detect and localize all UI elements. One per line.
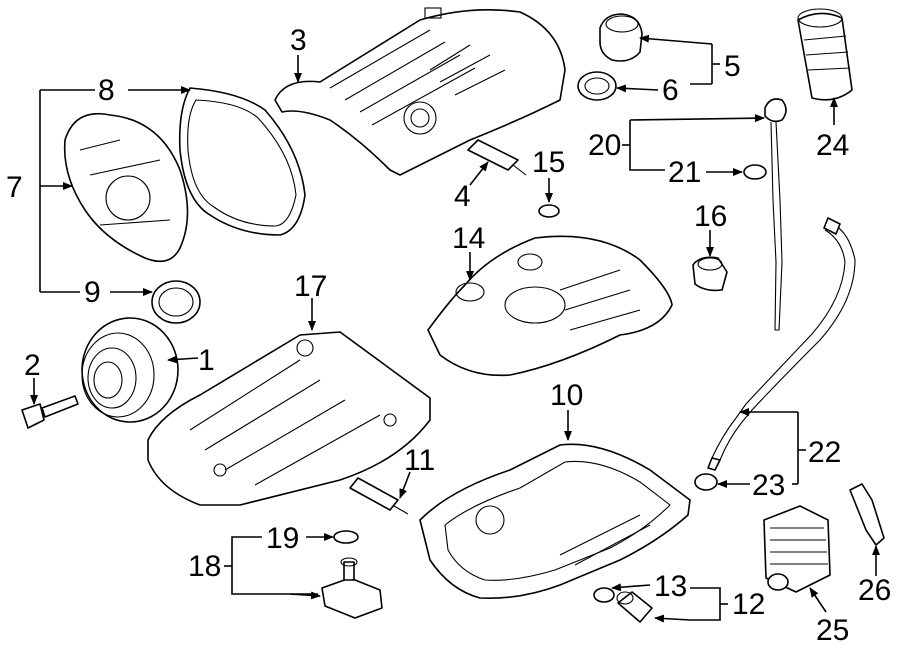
callout-4: 4	[454, 180, 471, 213]
sensor-oring-part	[333, 530, 359, 544]
crankshaft-pulley-part	[81, 317, 179, 423]
heat-shield-part	[849, 483, 885, 546]
pulley-bolt-part	[21, 395, 79, 429]
callout-21: 21	[668, 156, 701, 189]
callout-3: 3	[290, 24, 307, 57]
callout-15: 15	[532, 146, 565, 179]
callout-25: 25	[816, 614, 849, 647]
callout-13: 13	[654, 570, 687, 603]
sealant-tube-part	[467, 139, 527, 176]
drain-plug-part	[616, 591, 653, 623]
callout-5: 5	[724, 50, 741, 83]
drain-plug-oring-part	[593, 587, 615, 603]
oil-baffle-part	[427, 235, 673, 377]
callout-2: 2	[24, 349, 41, 382]
callout-1: 1	[198, 344, 215, 377]
callout-8: 8	[98, 74, 115, 107]
callout-20: 20	[588, 129, 621, 162]
callout-12: 12	[732, 588, 765, 621]
callout-24: 24	[816, 129, 849, 162]
sensor-part	[692, 256, 728, 292]
callout-26: 26	[858, 574, 891, 607]
oil-filter-part	[797, 8, 853, 101]
callout-18: 18	[188, 550, 221, 583]
oil-level-sensor-part	[321, 557, 383, 619]
callout-6: 6	[662, 74, 679, 107]
dipstick-tube-part	[707, 217, 856, 471]
sealant-tube-2-part	[349, 477, 409, 515]
callout-9: 9	[84, 276, 101, 309]
callout-22: 22	[808, 436, 841, 469]
valve-cover-part	[274, 7, 566, 176]
callout-23: 23	[752, 469, 785, 502]
callout-14: 14	[452, 222, 485, 255]
dipstick-oring-part	[743, 164, 767, 180]
timing-cover-part	[63, 113, 189, 263]
callout-11: 11	[404, 444, 435, 477]
callout-10: 10	[550, 379, 583, 412]
crankcase-part	[147, 331, 431, 506]
callout-7: 7	[6, 171, 23, 204]
callout-17: 17	[294, 270, 327, 303]
tube-oring-part	[694, 473, 718, 491]
oil-filler-cap-part	[599, 13, 643, 62]
oil-cooler-part	[763, 505, 831, 593]
dipstick-part	[764, 98, 787, 331]
callout-16: 16	[694, 200, 727, 233]
seal-ring-part	[151, 280, 201, 324]
small-oring-part	[538, 204, 560, 218]
callout-19: 19	[266, 522, 299, 555]
timing-cover-gasket-part	[178, 87, 306, 236]
leader-lines	[30, 34, 880, 623]
callout-labels: 1 2 3 4 5 6 7 8 9 10 11 12 13 14 15 16 1…	[6, 24, 891, 647]
cap-seal-part	[577, 71, 617, 101]
oil-pan-part	[419, 443, 691, 600]
